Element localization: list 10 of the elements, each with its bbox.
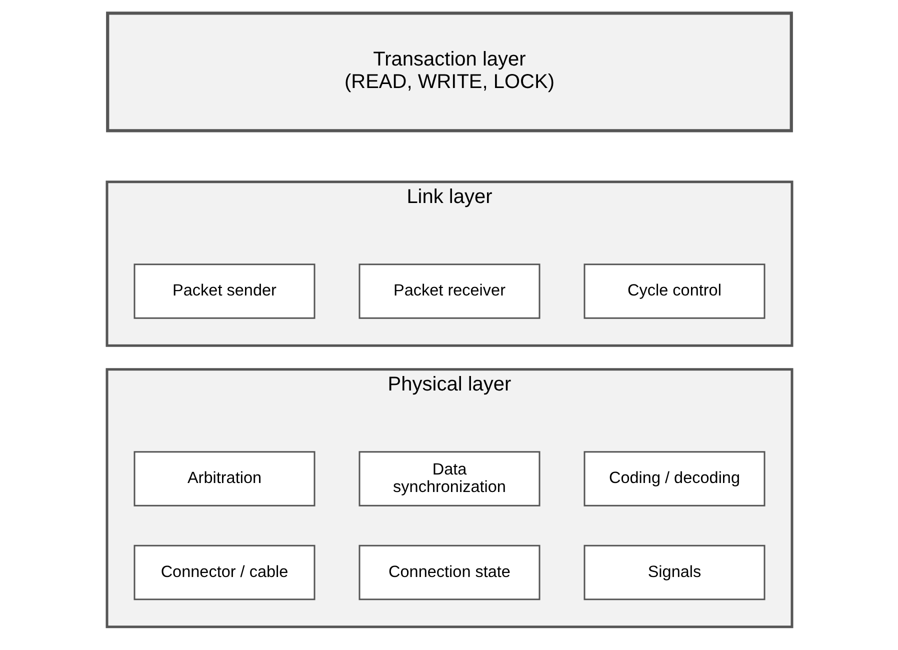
node-box: Arbitration bbox=[133, 451, 315, 506]
node-box: Cycle control bbox=[583, 264, 765, 319]
node-box: Packet receiver bbox=[358, 264, 540, 319]
node-box: Coding / decoding bbox=[583, 451, 765, 506]
node-box: Transaction layer (READ, WRITE, LOCK) bbox=[106, 12, 792, 132]
node-box: Signals bbox=[583, 544, 765, 600]
node-box: Data synchronization bbox=[358, 451, 540, 506]
node-box: Packet sender bbox=[133, 264, 315, 319]
node-box: Connector / cable bbox=[133, 544, 315, 600]
node-box: Connection state bbox=[358, 544, 540, 600]
